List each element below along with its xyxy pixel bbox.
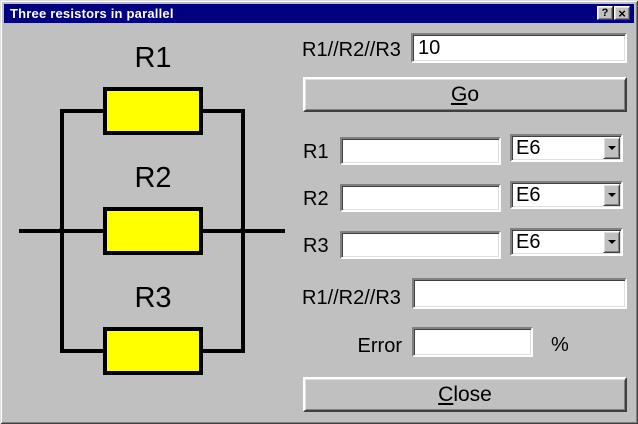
go-button[interactable]: Go <box>303 77 627 112</box>
resistor-r2 <box>103 207 203 255</box>
circuit-label-r3: R3 <box>134 282 172 314</box>
r2-series-combo[interactable]: E6 <box>510 181 623 209</box>
r1-label: R1 <box>303 141 329 163</box>
title-bar[interactable]: Three resistors in parallel <box>4 4 634 23</box>
r2-label: R2 <box>303 188 329 210</box>
error-unit-label: % <box>551 334 569 356</box>
error-label: Error <box>357 335 402 357</box>
chevron-down-icon <box>607 146 616 150</box>
r2-input[interactable] <box>340 184 501 212</box>
target-label: R1//R2//R3 <box>302 39 401 61</box>
r3-label: R3 <box>303 235 329 257</box>
chevron-down-icon <box>607 193 616 197</box>
junction-node-left <box>59 228 63 232</box>
target-input[interactable] <box>411 33 627 63</box>
help-button[interactable]: ? <box>597 6 613 20</box>
circuit-label-r1: R1 <box>134 42 172 74</box>
close-button-label: Close <box>438 382 492 406</box>
result-input[interactable] <box>412 278 627 309</box>
r2-series-value: E6 <box>516 184 541 206</box>
help-icon: ? <box>601 6 609 19</box>
r3-series-combo[interactable]: E6 <box>510 228 623 256</box>
r3-input[interactable] <box>340 231 501 259</box>
wire-r3-left <box>60 349 107 353</box>
wire-r1-right <box>199 109 245 113</box>
go-button-label: Go <box>450 82 480 106</box>
r3-series-dropdown-button[interactable] <box>603 231 620 253</box>
resistor-r1 <box>103 87 203 135</box>
chevron-down-icon <box>607 240 616 244</box>
r1-input[interactable] <box>340 137 501 165</box>
junction-node-right <box>240 228 244 232</box>
r1-series-combo[interactable]: E6 <box>510 134 623 162</box>
circuit-label-r2: R2 <box>134 162 172 194</box>
resistor-r3 <box>103 327 203 375</box>
close-icon: × <box>618 5 626 21</box>
close-window-button[interactable]: × <box>614 6 630 20</box>
error-input[interactable] <box>412 327 533 357</box>
wire-r3-right <box>199 349 245 353</box>
window-title: Three resistors in parallel <box>10 6 174 21</box>
r1-series-value: E6 <box>516 137 541 159</box>
r2-series-dropdown-button[interactable] <box>603 184 620 206</box>
close-button[interactable]: Close <box>303 377 627 412</box>
r3-series-value: E6 <box>516 231 541 253</box>
wire-r1-left <box>60 109 107 113</box>
r1-series-dropdown-button[interactable] <box>603 137 620 159</box>
result-label: R1//R2//R3 <box>302 287 401 309</box>
